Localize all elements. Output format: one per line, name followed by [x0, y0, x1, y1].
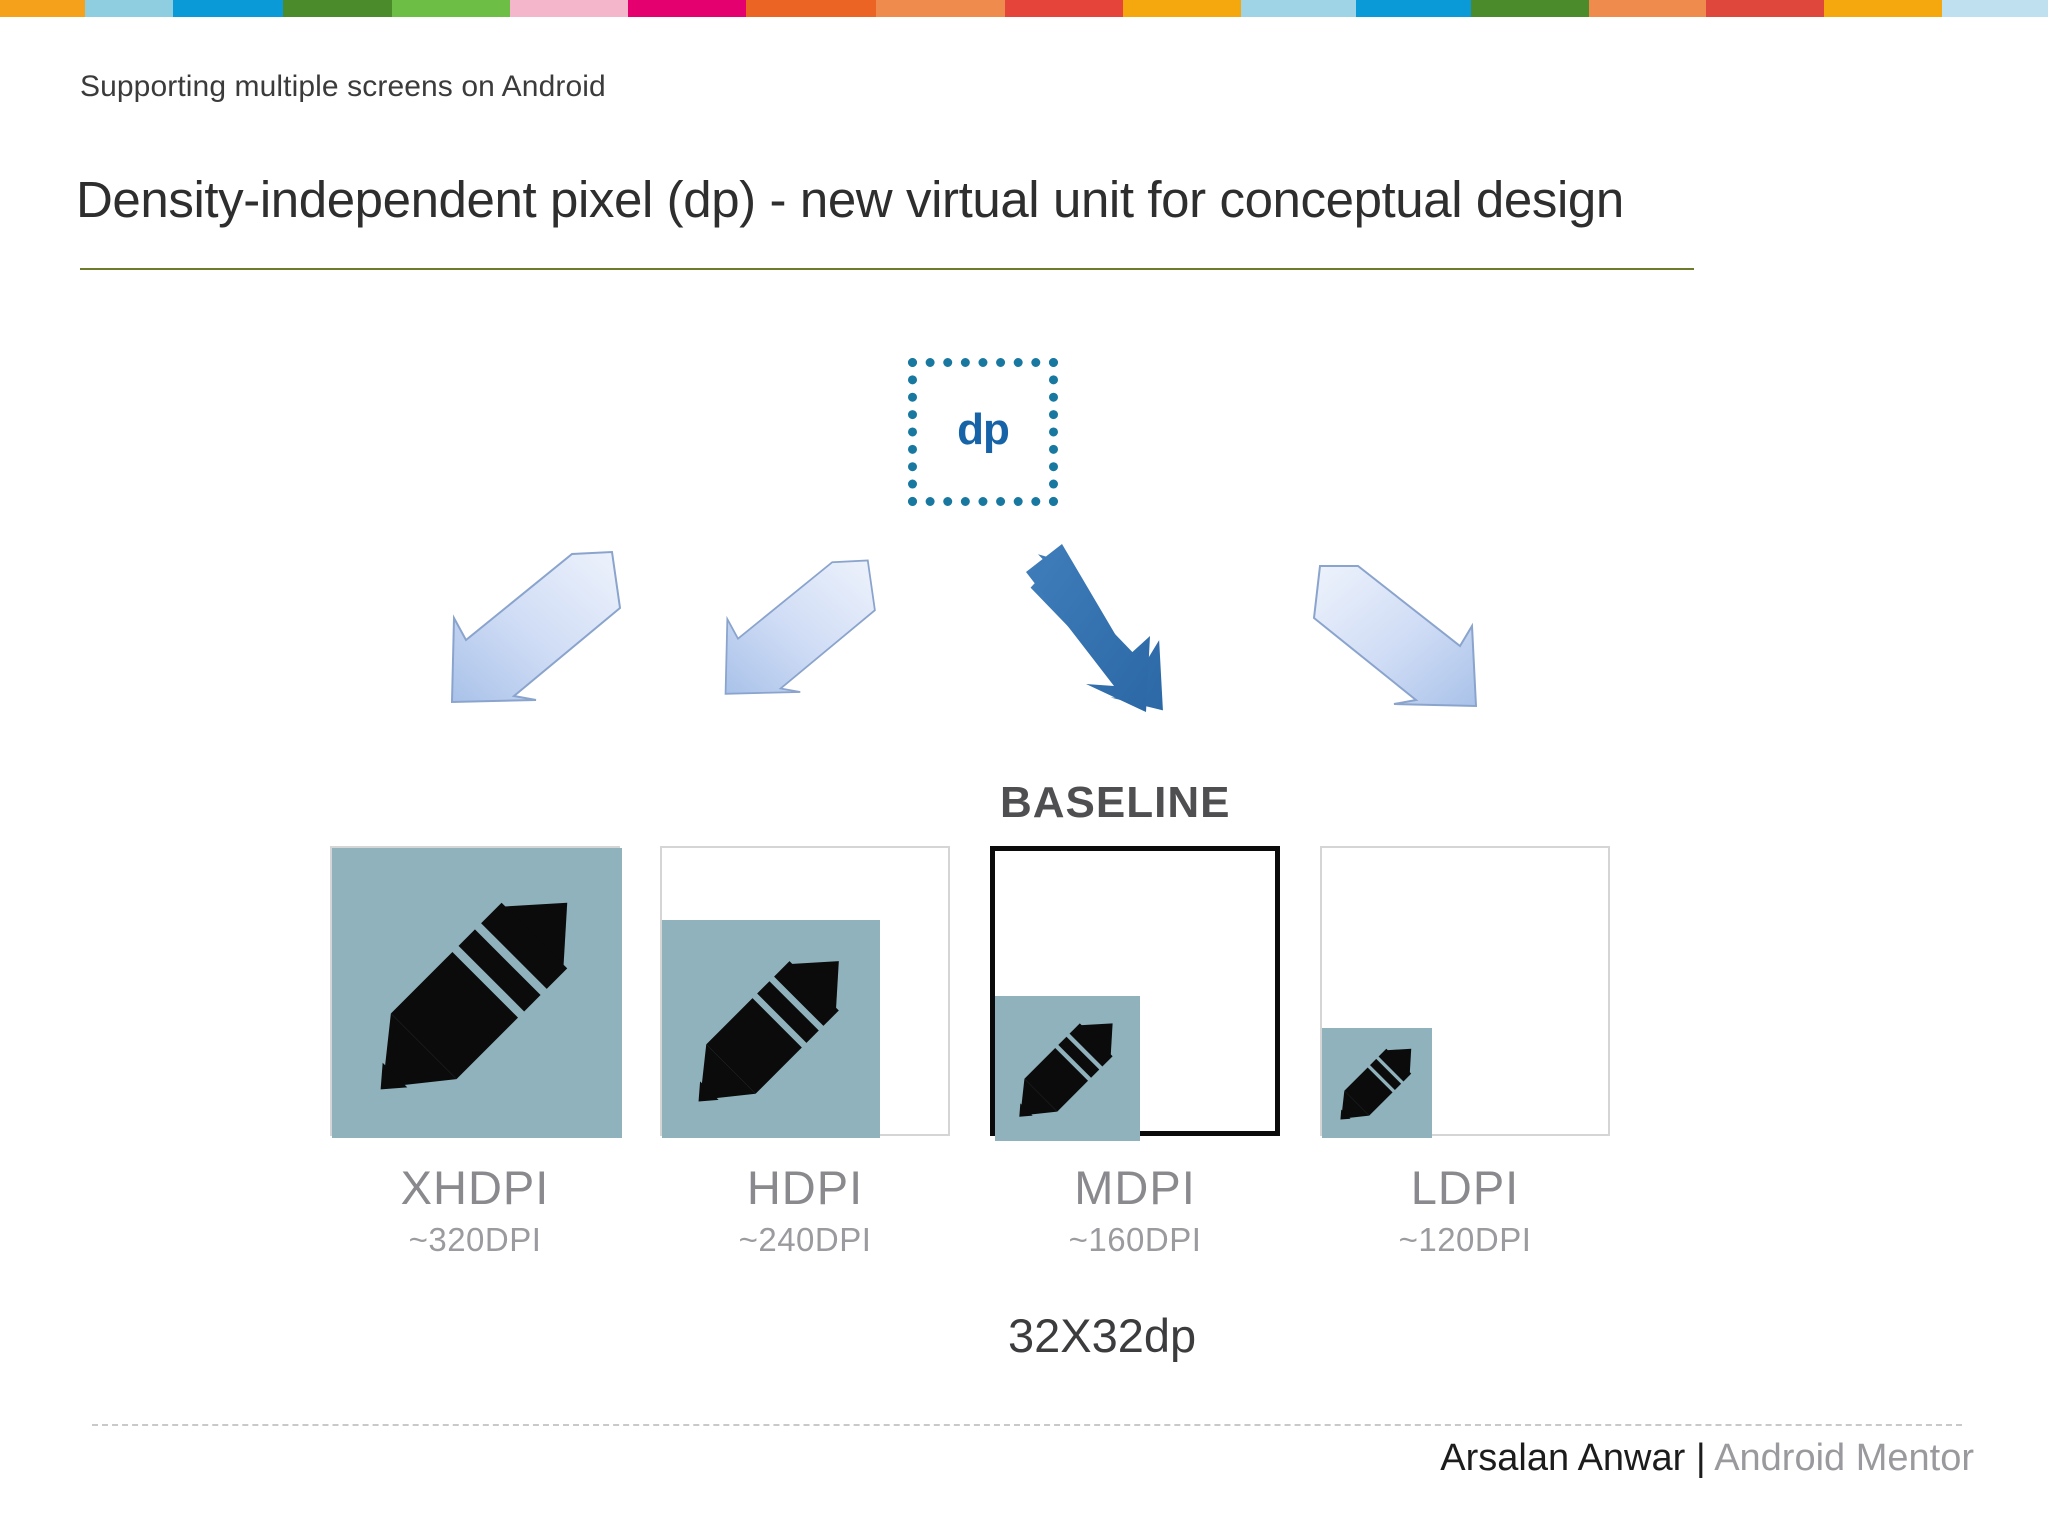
density-dpi: ~120DPI — [1398, 1221, 1532, 1258]
arrow-to-xhdpi — [448, 548, 628, 708]
footer-author: Arsalan Anwar — [1440, 1437, 1686, 1479]
footer-separator: | — [1695, 1437, 1706, 1479]
density-name: MDPI — [1074, 1161, 1196, 1214]
density-dpi: ~240DPI — [738, 1221, 872, 1258]
density-name: LDPI — [1410, 1161, 1520, 1214]
icon-size-note: 32X32dp — [1008, 1309, 1197, 1362]
density-dpi: ~160DPI — [1068, 1221, 1202, 1258]
footer-role: Android Mentor — [1714, 1437, 1974, 1479]
pencil-icon — [332, 848, 622, 1138]
density-cell-mdpi — [990, 846, 1280, 1141]
footer-divider — [92, 1424, 1962, 1426]
density-caption-xhdpi: XHDPI ~320DPI — [330, 1160, 620, 1259]
density-frame — [660, 846, 950, 1138]
color-strip-segment — [1241, 0, 1356, 17]
arrow-to-ldpi — [1312, 560, 1482, 710]
color-strip-segment — [282, 0, 393, 17]
density-name: HDPI — [746, 1161, 864, 1214]
density-comparison-row: XHDPI~320DPI HDPI~240DPI MDPI~160DPI L — [330, 846, 1680, 1258]
density-cell-hdpi — [660, 846, 950, 1138]
color-strip-segment — [745, 0, 876, 17]
arrow-to-hdpi — [722, 548, 882, 708]
density-caption-ldpi: LDPI ~120DPI — [1320, 1160, 1610, 1259]
pencil-icon — [995, 996, 1140, 1141]
color-strip-segment — [1706, 0, 1825, 17]
density-caption-mdpi: MDPI ~160DPI — [990, 1160, 1280, 1259]
color-strip-segment — [1824, 0, 1942, 17]
color-strip-segment — [1588, 0, 1707, 17]
baseline-frame — [990, 846, 1280, 1141]
density-cell-ldpi — [1320, 846, 1610, 1138]
color-strip-segment — [1005, 0, 1124, 17]
color-strip-segment — [628, 0, 746, 17]
color-strip-segment — [84, 0, 173, 17]
color-strip-segment — [172, 0, 283, 17]
density-frame — [1320, 846, 1610, 1138]
page-title: Density-independent pixel (dp) - new vir… — [76, 171, 1624, 228]
color-strip-segment — [1941, 0, 2048, 17]
decorative-color-strip — [0, 0, 2048, 17]
color-strip-segment — [392, 0, 511, 17]
density-cell-xhdpi — [330, 846, 622, 1138]
density-name: XHDPI — [400, 1161, 550, 1214]
color-strip-segment — [1355, 0, 1471, 17]
color-strip-segment — [1123, 0, 1242, 17]
pencil-icon — [662, 920, 880, 1138]
dp-unit-label: dp — [957, 405, 1010, 454]
baseline-label: BASELINE — [1000, 778, 1231, 827]
density-caption-hdpi: HDPI ~240DPI — [660, 1160, 950, 1259]
density-frame — [330, 846, 622, 1138]
color-strip-segment — [875, 0, 1006, 17]
density-dpi: ~320DPI — [408, 1221, 542, 1258]
color-strip-segment — [510, 0, 629, 17]
title-divider — [80, 268, 1694, 270]
dp-unit-box: dp — [908, 358, 1058, 506]
color-strip-segment — [1470, 0, 1589, 17]
pencil-icon — [1322, 1028, 1432, 1138]
color-strip-segment — [0, 0, 85, 17]
arrow-to-mdpi — [1022, 544, 1192, 714]
footer-credit: Arsalan Anwar | Android Mentor — [1440, 1437, 1974, 1480]
slide-kicker: Supporting multiple screens on Android — [80, 70, 606, 103]
